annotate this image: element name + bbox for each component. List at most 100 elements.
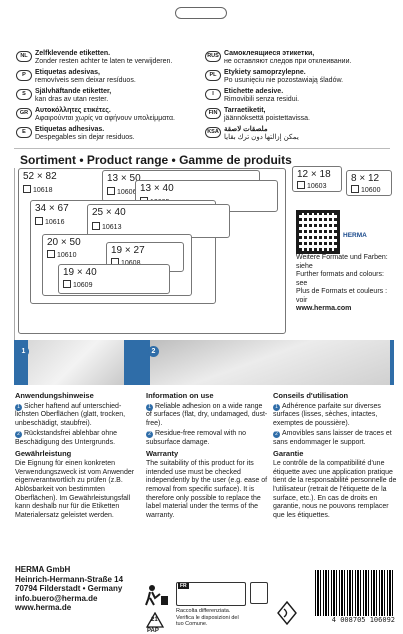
step-1-badge: 1: [18, 346, 29, 357]
company-address: HERMA GmbH Heinrich-Hermann-Straße 14 70…: [15, 565, 123, 613]
language-title: Etiquetas adhesivas.: [35, 126, 105, 133]
label-size: 25 × 40: [92, 207, 126, 218]
label-8x12: 8 × 12 10600: [346, 170, 392, 196]
bullet-1-icon: 1: [15, 403, 22, 411]
bullet-2-icon: 2: [15, 431, 22, 439]
language-title: Самоклеящиеся этикетки,: [224, 50, 315, 57]
language-code-badge: RUS: [205, 51, 221, 62]
language-description: Rimovibili senza residui.: [224, 96, 300, 103]
language-description: Αφαιρούνται χωρίς να αφήνουν υπολείμματα…: [35, 115, 175, 122]
language-code-badge: S: [16, 89, 32, 100]
language-code-badge: GR: [16, 108, 32, 119]
text: Reliable adhesion on a wide range of sur…: [146, 402, 268, 427]
language-code-badge: E: [16, 127, 32, 138]
label-size: 12 × 18: [297, 169, 331, 180]
usage-photo-2: [150, 340, 390, 385]
bullet-2-icon: 2: [146, 431, 153, 439]
text: Sicher haftend auf unterschied-lichsten …: [15, 402, 126, 427]
language-title: Etichette adesive.: [224, 88, 284, 95]
email-link[interactable]: info.buero@herma.de: [15, 593, 98, 603]
label-code: 10608: [111, 258, 140, 267]
heading: Gewährleistung: [15, 448, 72, 458]
language-code-badge: I: [205, 89, 221, 100]
heading: Garantie: [273, 448, 304, 458]
bullet-2-icon: 2: [273, 431, 280, 439]
website-link[interactable]: www.herma.com: [296, 305, 352, 312]
bullet-1-icon: 1: [273, 403, 280, 411]
label-code: 10603: [297, 181, 326, 190]
language-title: Självhäftande etiketter,: [35, 88, 112, 95]
language-description: не оставляют следов при отклеивании.: [224, 58, 352, 65]
label-code: 10618: [23, 185, 52, 194]
text: Residue-free removal with no subsurface …: [146, 430, 247, 446]
more-formats-fr: Plus de Formats et couleurs : voir: [296, 288, 388, 304]
label-code: 10600: [351, 185, 380, 194]
range-bracket: [14, 168, 290, 340]
text: The suitability of this product for its …: [146, 460, 268, 519]
language-code-badge: KSA: [205, 127, 221, 138]
city: 70794 Filderstadt • Germany: [15, 584, 123, 593]
language-description: removíveis sem deixar resíduos.: [35, 77, 136, 84]
hang-hole: [175, 7, 227, 19]
language-description: jäännöksettä poistettavissa.: [224, 115, 310, 122]
tidyman-icon: [145, 585, 168, 606]
label-code: 10609: [63, 280, 92, 289]
step-2-badge: 2: [148, 346, 159, 357]
label-size: 20 × 50: [47, 237, 81, 248]
barcode-bars: [315, 570, 395, 616]
recycle-icon: [145, 612, 165, 628]
label-size: 34 × 67: [35, 203, 69, 214]
language-description: يمكن إزالتها دون ترك بقايا: [224, 134, 299, 141]
language-code-badge: PL: [205, 70, 221, 81]
fr-tag: FR: [178, 583, 189, 589]
qr-code[interactable]: [296, 210, 340, 254]
company-name: HERMA GmbH: [15, 565, 71, 574]
language-description: Despegables sin dejar residuos.: [35, 134, 135, 141]
bullet-1-icon: 1: [146, 403, 153, 411]
text: Amovibles sans laisser de traces et sans…: [273, 430, 392, 446]
language-title: ملصقات لاصقة: [224, 126, 268, 133]
language-code-badge: FIN: [205, 108, 221, 119]
packaging-box-icon: [176, 582, 246, 606]
street: Heinrich-Hermann-Straße 14: [15, 574, 124, 584]
language-description: Zonder resten achter te laten te verwijd…: [35, 58, 173, 65]
recycle-text: Raccolta differenziata. Verifica le disp…: [176, 608, 239, 627]
label-size: 19 × 27: [111, 245, 145, 256]
label-code: 10610: [47, 250, 76, 259]
text: Rückstandsfrei ablehbar ohne Beschädigun…: [15, 430, 118, 446]
usage-photo-1: [28, 340, 124, 385]
text: Le contrôle de la compatibilité d'une ét…: [273, 460, 397, 519]
label-12x18: 12 × 18 10603: [292, 166, 342, 192]
recycle-code: 21: [151, 617, 158, 623]
herma-logo: HERMA: [343, 232, 367, 239]
label-19x40: 19 × 40 10609: [58, 264, 170, 294]
text: Adhérence parfaite sur diverses surfaces…: [273, 402, 381, 427]
language-description: Po usunięciu nie pozostawiają śladów.: [224, 77, 344, 84]
product-range-title: Sortiment • Product range • Gamme de pro…: [20, 153, 292, 167]
barcode-number: 4 008705 106092: [331, 616, 395, 624]
heading: Information on use: [146, 391, 214, 400]
label-code: 10616: [35, 217, 64, 226]
more-formats-de: Weitere Formate und Farben: siehe: [296, 254, 388, 270]
text: Die Eignung für einen konkreten Verwendu…: [15, 460, 135, 519]
ce-icon: [277, 600, 297, 626]
language-title: Tarraetiketit,: [224, 107, 266, 114]
website-link[interactable]: www.herma.de: [15, 603, 72, 612]
label-size: 19 × 40: [63, 267, 97, 278]
divider: [14, 148, 390, 149]
recycle-material: PAP: [147, 628, 159, 634]
label-25x40: 25 × 40 10613: [87, 204, 230, 238]
language-title: Etiquetas adesivas,: [35, 69, 100, 76]
bin-icon: [250, 582, 268, 604]
heading: Warranty: [146, 448, 179, 458]
